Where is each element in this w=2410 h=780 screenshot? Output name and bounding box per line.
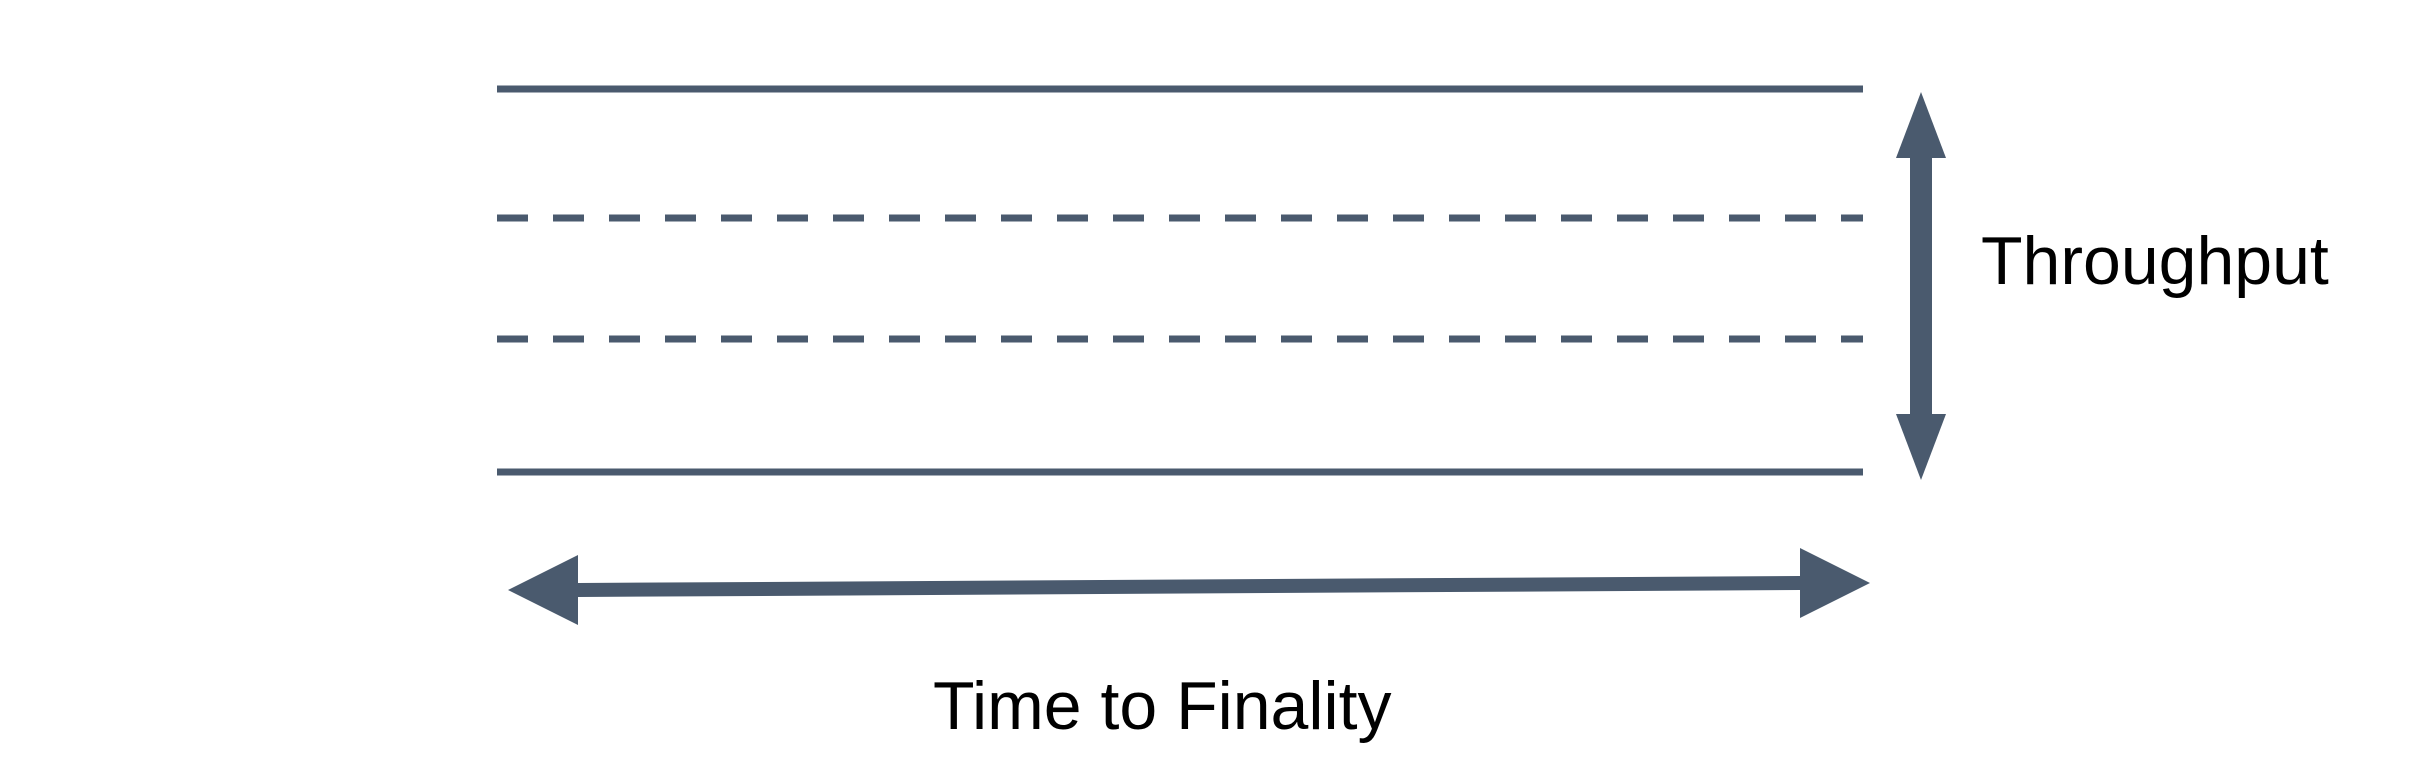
time-to-finality-arrow-head-left [508,555,578,625]
throughput-label: Throughput [1981,223,2329,299]
time-to-finality-arrow-head-right [1800,548,1870,618]
throughput-arrow-head-up [1896,92,1946,158]
time-to-finality-arrow-shaft [578,576,1800,597]
throughput-arrow-head-down [1896,414,1946,480]
throughput-arrow [1896,92,1946,480]
time-to-finality-label: Time to Finality [933,668,1392,744]
throughput-arrow-shaft [1910,158,1932,414]
lane-lines-group [497,85,1863,476]
time-to-finality-arrow [508,548,1870,625]
